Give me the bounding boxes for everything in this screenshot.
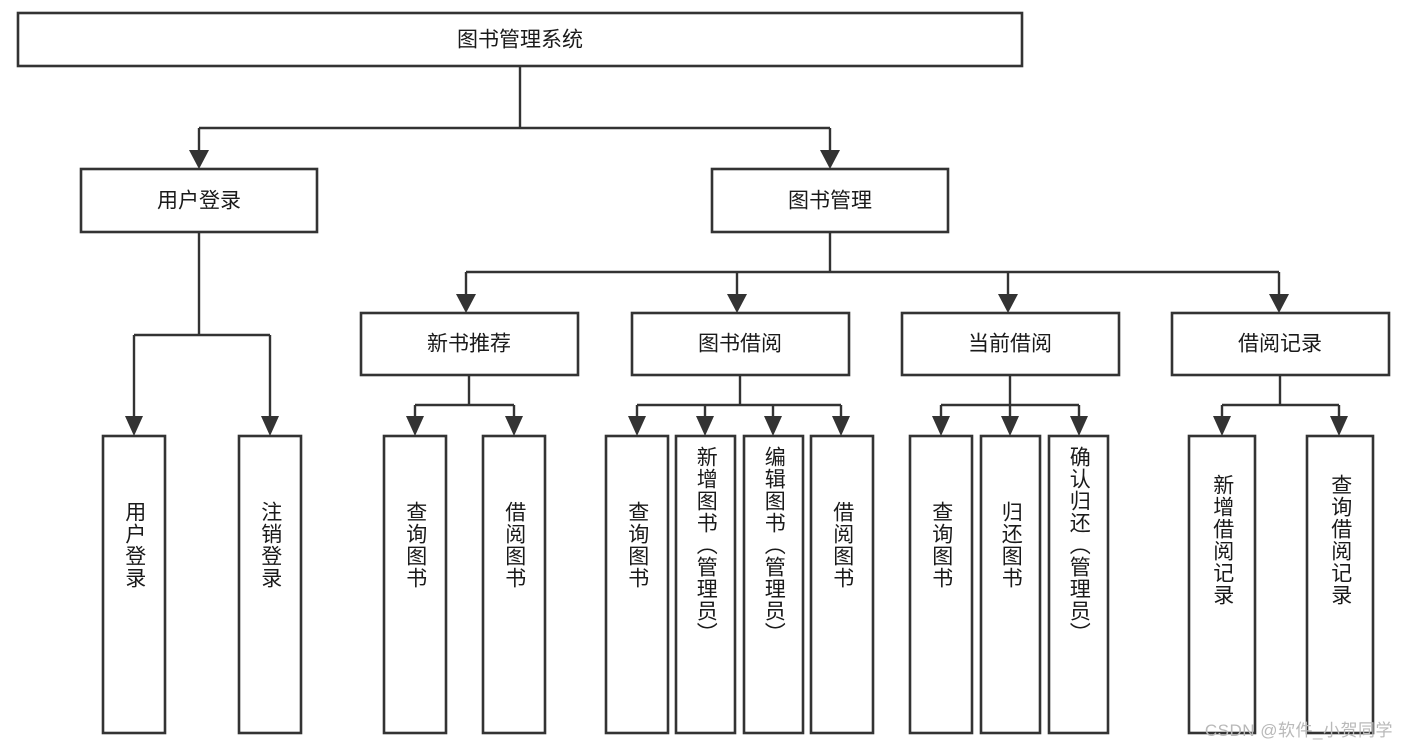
arrow-head-leaf-query-book-borrow [628, 416, 646, 436]
connector-group-root [189, 66, 840, 169]
connector-group-book-borrow [628, 375, 850, 436]
arrow-head-leaf-query-record [1330, 416, 1348, 436]
arrow-head-leaf-edit-book [764, 416, 782, 436]
node-leaf-query-book-cur-box[interactable] [908, 434, 974, 735]
node-book-borrow[interactable]: 图书借阅 [630, 311, 851, 377]
node-book-borrow-box[interactable] [630, 311, 851, 377]
connector-group-user-login [125, 232, 279, 436]
node-leaf-borrow-book-box[interactable] [809, 434, 875, 735]
arrow-head-user-login [189, 150, 209, 169]
connector-group-book-manage [456, 232, 1289, 313]
node-user-login-box[interactable] [79, 167, 319, 234]
arrow-head-leaf-confirm-return [1070, 416, 1088, 436]
connector-group-current-borrow [932, 375, 1088, 436]
node-root[interactable]: 图书管理系统 [16, 11, 1024, 68]
node-leaf-logout-box[interactable] [237, 434, 303, 735]
node-current-borrow-label: 当前借阅 [968, 333, 1052, 356]
node-user-login-label: 用户登录 [157, 190, 241, 213]
arrow-head-leaf-add-record [1213, 416, 1231, 436]
connector-group-new-book-recommend [406, 375, 523, 436]
node-borrow-record[interactable]: 借阅记录 [1170, 311, 1391, 377]
node-book-manage[interactable]: 图书管理 [710, 167, 950, 234]
connector-group-borrow-record [1213, 375, 1348, 436]
node-leaf-user-login-box[interactable] [101, 434, 167, 735]
node-book-borrow-label: 图书借阅 [698, 333, 782, 356]
arrow-head-leaf-query-book-rec [406, 416, 424, 436]
node-borrow-record-label: 借阅记录 [1238, 333, 1322, 356]
node-leaf-query-book-rec-box[interactable] [382, 434, 448, 735]
node-leaf-confirm-return-box[interactable] [1047, 434, 1110, 735]
node-book-manage-label: 图书管理 [788, 190, 872, 213]
arrow-head-borrow-record [1269, 294, 1289, 313]
node-new-book-recommend-box[interactable] [359, 311, 580, 377]
node-root-label: 图书管理系统 [457, 29, 583, 52]
arrow-head-leaf-add-book [696, 416, 714, 436]
node-leaf-return-book-box[interactable] [979, 434, 1042, 735]
arrow-head-book-borrow [727, 294, 747, 313]
csdn-watermark: CSDN @软件_小贺同学 [1204, 721, 1393, 740]
arrow-head-new-book-recommend [456, 294, 476, 313]
node-new-book-recommend-label: 新书推荐 [427, 333, 511, 356]
arrow-head-leaf-borrow-book [832, 416, 850, 436]
node-leaf-query-book-borrow-box[interactable] [604, 434, 670, 735]
node-current-borrow[interactable]: 当前借阅 [900, 311, 1121, 377]
arrow-head-current-borrow [998, 294, 1018, 313]
arrow-head-leaf-user-login [125, 416, 143, 436]
arrow-head-book-manage [820, 150, 840, 169]
arrow-head-leaf-borrow-book-rec [505, 416, 523, 436]
arrow-head-leaf-query-book-cur [932, 416, 950, 436]
node-user-login[interactable]: 用户登录 [79, 167, 319, 234]
node-book-manage-box[interactable] [710, 167, 950, 234]
arrow-head-leaf-return-book [1001, 416, 1019, 436]
arrow-head-leaf-logout [261, 416, 279, 436]
node-leaf-query-record-box[interactable] [1305, 434, 1375, 735]
node-leaf-borrow-book-rec-box[interactable] [481, 434, 547, 735]
node-leaf-add-book-box[interactable] [674, 434, 737, 735]
node-leaf-add-record-box[interactable] [1187, 434, 1257, 735]
node-borrow-record-box[interactable] [1170, 311, 1391, 377]
node-new-book-recommend[interactable]: 新书推荐 [359, 311, 580, 377]
node-root-box[interactable] [16, 11, 1024, 68]
node-current-borrow-box[interactable] [900, 311, 1121, 377]
node-leaf-edit-book-box[interactable] [742, 434, 805, 735]
